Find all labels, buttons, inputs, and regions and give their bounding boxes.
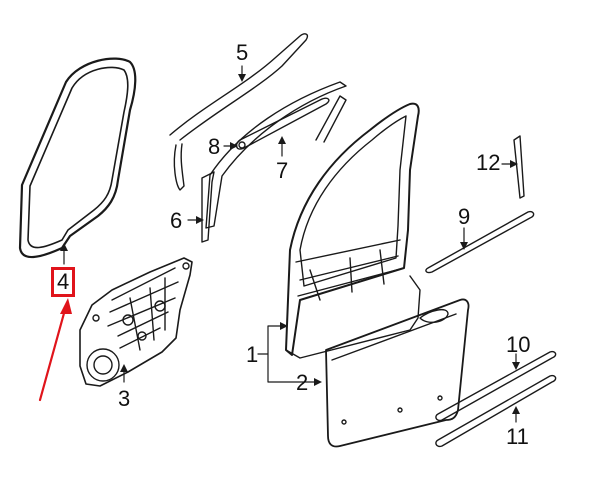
rocker-molding-part-10: [435, 350, 557, 422]
callout-2: 2: [296, 370, 309, 395]
callout-12: 12: [476, 150, 501, 175]
callout-6: 6: [170, 208, 183, 233]
callout-4-highlighted: 4: [50, 267, 76, 297]
callout-5: 5: [236, 40, 249, 65]
red-pointer-arrow: [38, 298, 72, 402]
callout-7: 7: [276, 158, 289, 183]
window-regulator-part-3: [79, 257, 193, 387]
pillar-trim-part-12: [513, 135, 525, 199]
trim-part-6: [201, 171, 215, 243]
leader-arrowheads: [60, 74, 520, 414]
callout-9: 9: [458, 204, 471, 229]
window-run-part-7: [205, 81, 347, 229]
outer-skin-part-2: [325, 298, 470, 448]
channel-strip-part-8: [235, 97, 330, 150]
callout-10: 10: [506, 332, 531, 357]
callout-11: 11: [506, 424, 529, 449]
door-shell-part-1: [285, 102, 421, 359]
door-weatherstrip-part-4: [18, 57, 137, 259]
window-channel-part-5: [169, 33, 309, 191]
callout-3: 3: [118, 386, 131, 411]
rocker-molding-part-11: [435, 374, 557, 448]
callout-1: 1: [246, 342, 259, 367]
callout-8: 8: [208, 134, 221, 159]
belt-molding-part-9: [425, 210, 535, 274]
leader-lines: [63, 65, 517, 423]
